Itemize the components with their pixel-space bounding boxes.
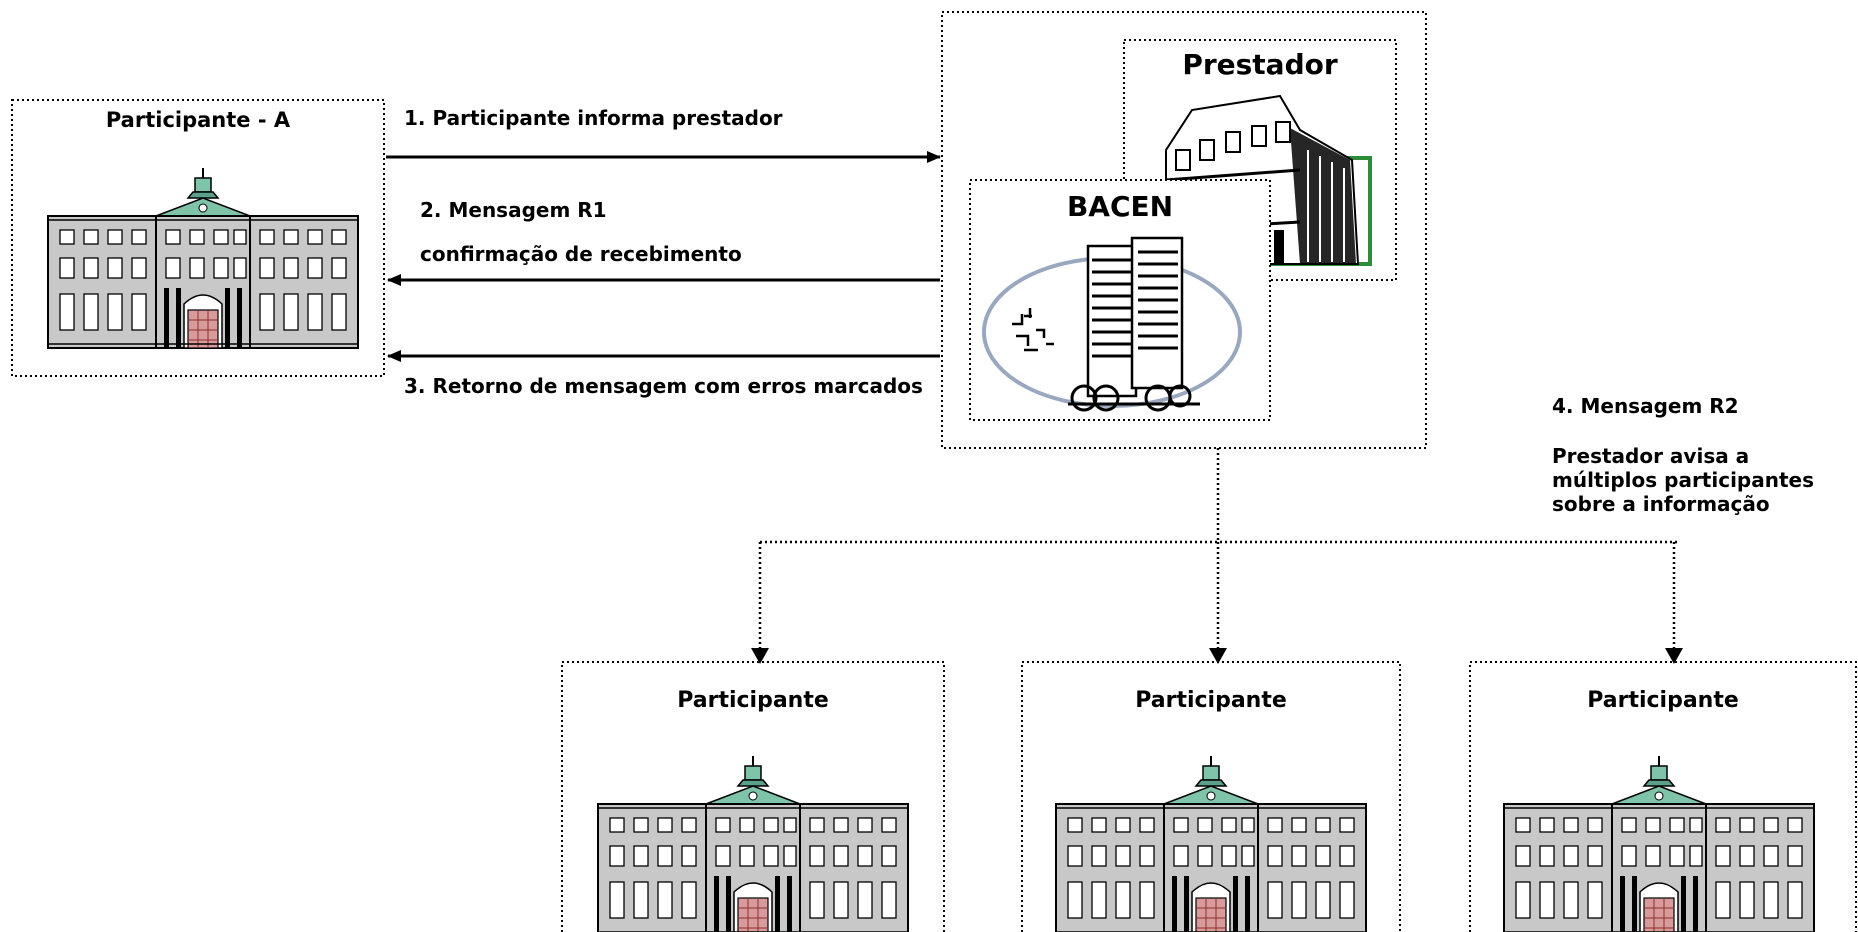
bacen-title: BACEN <box>1066 190 1174 223</box>
participant-2-title: Participante <box>1135 688 1287 713</box>
step2-title: 2. Mensagem R1 <box>420 198 607 222</box>
participant-a-box <box>11 99 385 377</box>
participant-box-1 <box>561 661 945 932</box>
participant-2-building-icon <box>1055 755 1367 932</box>
participant-3-building-icon <box>1503 755 1815 932</box>
participant-a-building-icon <box>47 167 359 349</box>
arrowhead-right <box>1665 648 1683 664</box>
participant-1-building-icon <box>597 755 909 932</box>
participant-a-title: Participante - A <box>105 108 291 132</box>
step2-description: confirmação de recebimento <box>420 242 742 266</box>
arrowhead-left <box>751 648 769 664</box>
bacen-building-icon <box>982 236 1242 412</box>
arrowhead-center <box>1209 648 1227 664</box>
prestador-title: Prestador <box>1182 48 1338 81</box>
participant-3-title: Participante <box>1587 688 1739 713</box>
prestador-outer-box <box>941 11 1427 449</box>
step3-label: 3. Retorno de mensagem com erros marcado… <box>404 374 923 398</box>
participant-1-title: Participante <box>677 688 829 713</box>
participant-box-3 <box>1469 661 1857 932</box>
participant-box-2 <box>1021 661 1401 932</box>
step1-label: 1. Participante informa prestador <box>404 106 783 130</box>
step4-description: Prestador avisa a múltiplos participante… <box>1552 444 1815 516</box>
step4-title: 4. Mensagem R2 <box>1552 394 1739 418</box>
